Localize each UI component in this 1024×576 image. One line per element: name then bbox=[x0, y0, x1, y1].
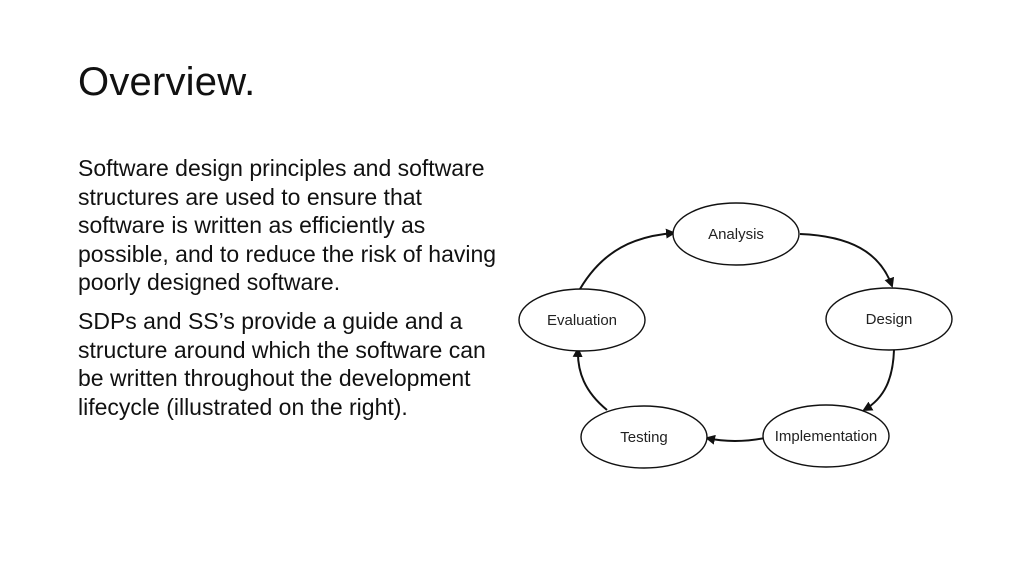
arrow-analysis-to-design bbox=[799, 233, 895, 288]
body-paragraph-1: Software design principles and software … bbox=[78, 155, 497, 296]
node-testing-label: Testing bbox=[620, 429, 668, 446]
node-analysis: Analysis bbox=[672, 202, 800, 266]
node-testing: Testing bbox=[580, 405, 708, 469]
body-paragraph-2: SDPs and SS’s provide a guide and a stru… bbox=[78, 307, 486, 420]
arrow-evaluation-to-analysis bbox=[579, 228, 676, 290]
arrow-testing-to-evaluation bbox=[572, 347, 608, 411]
node-design: Design bbox=[825, 287, 953, 351]
node-evaluation-label: Evaluation bbox=[547, 312, 617, 329]
node-evaluation: Evaluation bbox=[518, 288, 646, 352]
slide-body: Software design principles and software … bbox=[78, 154, 508, 431]
arrow-design-to-implementation bbox=[862, 349, 895, 411]
slide-title: Overview. bbox=[78, 60, 256, 104]
node-design-label: Design bbox=[866, 311, 913, 328]
node-implementation-label: Implementation bbox=[775, 428, 878, 445]
node-implementation: Implementation bbox=[762, 404, 890, 468]
node-analysis-label: Analysis bbox=[708, 226, 764, 243]
lifecycle-diagram: Analysis Design Implementation Testing E… bbox=[518, 202, 953, 469]
arrow-implementation-to-testing bbox=[705, 434, 766, 445]
